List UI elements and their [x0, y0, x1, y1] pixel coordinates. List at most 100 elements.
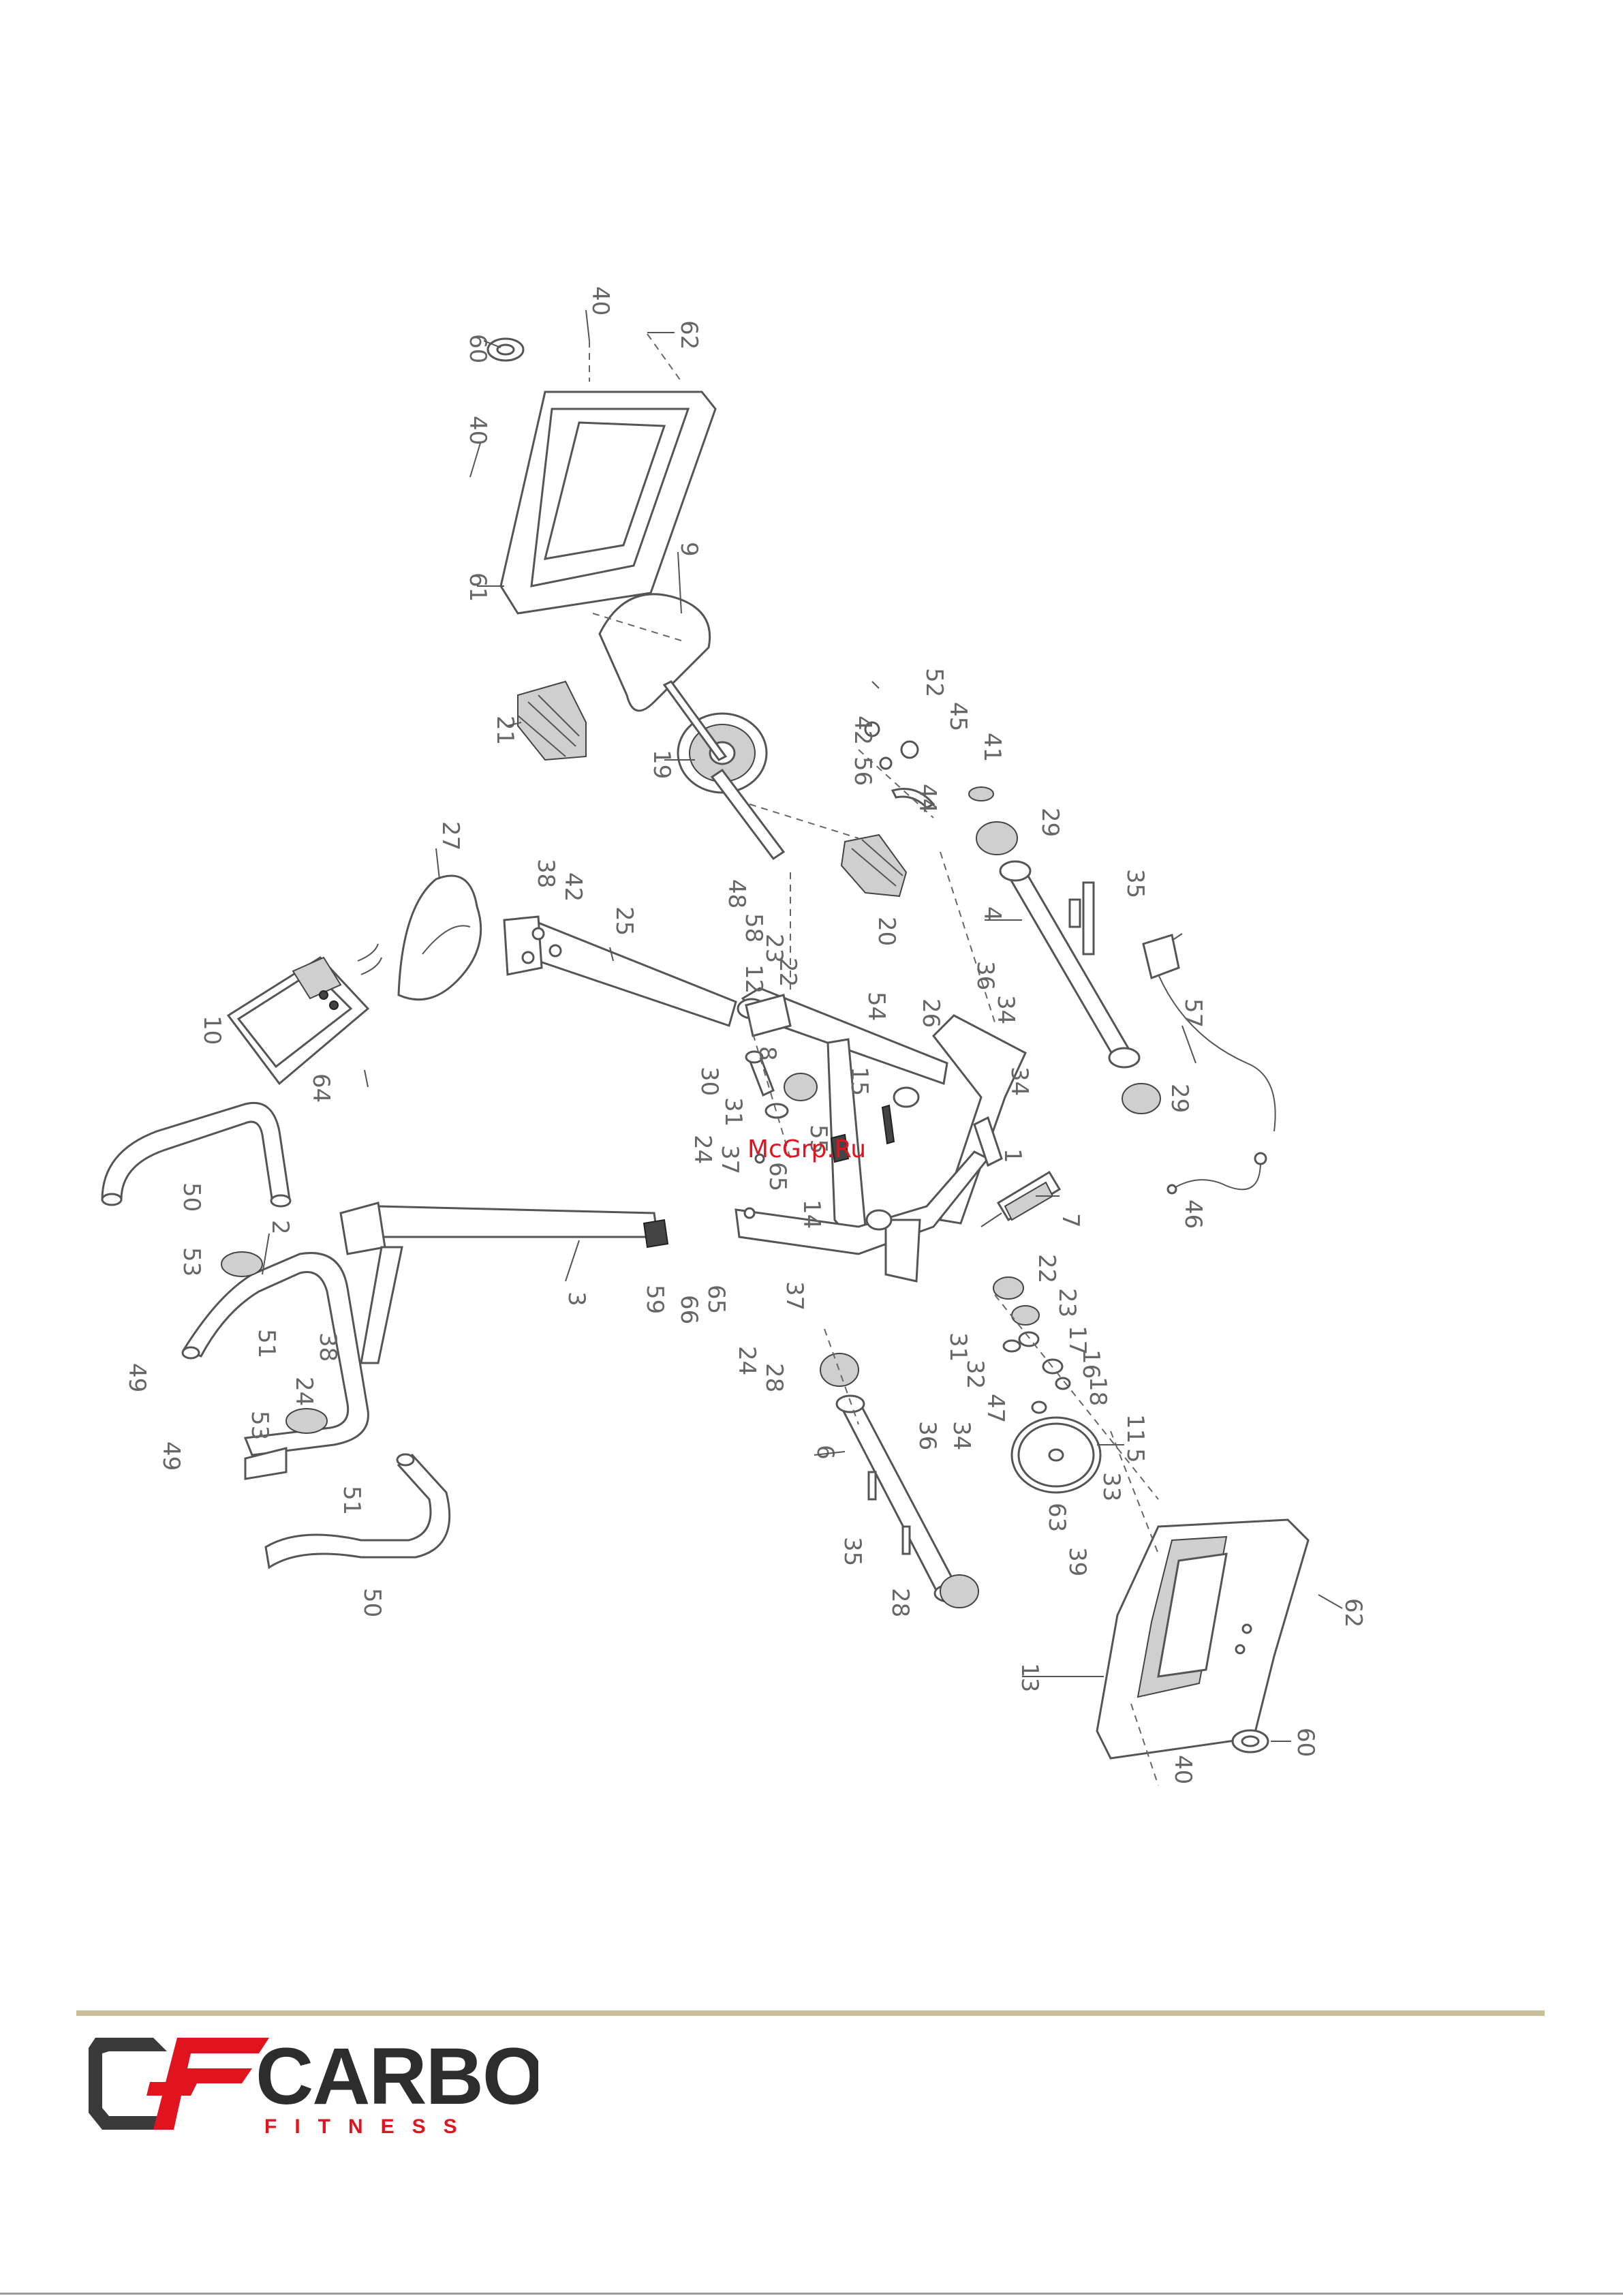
part-label: 52 — [921, 668, 948, 697]
part-label: 62 — [1340, 1598, 1367, 1627]
watermark-text: McGrp.Ru — [747, 1135, 866, 1163]
part-label: 63 — [1043, 1503, 1070, 1532]
part-label: 48 — [723, 879, 750, 908]
part-label: 23 — [1053, 1288, 1081, 1317]
part-label: 57 — [1179, 998, 1207, 1028]
part-label: 18 — [1084, 1377, 1111, 1406]
part-label: 40 — [464, 416, 491, 445]
part-label: 39 — [1064, 1547, 1091, 1576]
part-label: 3 — [563, 1291, 590, 1306]
part-label: 38 — [532, 859, 559, 888]
part-label: 49 — [157, 1441, 185, 1471]
assembly-dashes — [593, 613, 1158, 1786]
part-label: 24 — [733, 1346, 760, 1375]
part-label: 60 — [464, 334, 491, 363]
part-label: 64 — [307, 1073, 335, 1103]
pedal-right — [841, 835, 906, 896]
part-label: 35 — [839, 1537, 866, 1566]
part-label: 37 — [716, 1145, 743, 1174]
part-label: 20 — [873, 917, 900, 946]
part-label: 45 — [944, 702, 972, 731]
part-label: 40 — [1169, 1755, 1196, 1784]
part-label: 34 — [992, 995, 1019, 1024]
part-label: 26 — [917, 998, 944, 1028]
part-label: 19 — [648, 750, 675, 779]
cf-mark-icon — [89, 2038, 269, 2130]
part-label: 31 — [944, 1332, 972, 1362]
part-label: 11 — [1122, 1414, 1149, 1443]
part-label: 66 — [675, 1295, 702, 1324]
seat — [399, 876, 481, 1000]
part-label: 65 — [764, 1162, 791, 1191]
handlebar-post — [341, 1203, 668, 1363]
part-label: 29 — [1166, 1084, 1193, 1113]
part-label: 27 — [437, 821, 464, 851]
part-label: 5 — [1122, 1448, 1149, 1463]
side-cover-left — [501, 392, 715, 613]
part-label: 41 — [978, 733, 1006, 762]
part-label: 51 — [338, 1486, 365, 1515]
part-label: 24 — [689, 1135, 716, 1164]
part-label: 29 — [1036, 808, 1064, 837]
brand-wordmark: CARBON — [256, 2032, 538, 2122]
part-label: 49 — [123, 1363, 151, 1392]
part-label: 15 — [846, 1067, 873, 1096]
part-label: 53 — [246, 1411, 273, 1440]
part-label: 10 — [198, 1015, 226, 1045]
footer-divider — [76, 2010, 1545, 2016]
part-label: 7 — [1057, 1213, 1084, 1228]
part-label: 36 — [914, 1421, 941, 1450]
part-label: 13 — [1016, 1663, 1043, 1692]
part-label: 28 — [760, 1363, 788, 1392]
rear-stabilizer — [820, 1353, 978, 1608]
part-label: 21 — [491, 716, 519, 745]
part-label: 46 — [1179, 1199, 1207, 1229]
main-frame — [736, 988, 1025, 1281]
part-label: 8 — [754, 1046, 781, 1061]
crank-pulley — [664, 682, 784, 859]
part-label: 22 — [1033, 1254, 1060, 1283]
part-label: 24 — [290, 1377, 318, 1406]
part-label: 28 — [886, 1588, 914, 1617]
part-label: 36 — [972, 961, 999, 990]
drive-belt — [600, 594, 710, 711]
part-label: 14 — [798, 1199, 825, 1229]
part-label: 44 — [914, 784, 941, 813]
part-label: 50 — [358, 1588, 386, 1617]
side-cover-right — [1097, 1520, 1308, 1758]
part-label: 38 — [314, 1332, 341, 1362]
part-label: 25 — [610, 906, 638, 936]
cover-cap-60-top — [488, 339, 523, 361]
part-label: 50 — [178, 1182, 205, 1212]
part-label: 59 — [641, 1285, 668, 1314]
handlebar-frame — [183, 1252, 368, 1479]
part-label: 37 — [781, 1281, 808, 1311]
part-label: 32 — [961, 1360, 989, 1389]
pedal-left — [518, 682, 586, 760]
part-label: 16 — [1077, 1349, 1104, 1379]
bottom-border — [0, 2293, 1623, 2295]
part-label: 2 — [266, 1220, 294, 1235]
cover-cap-60-bottom — [1233, 1730, 1268, 1752]
sensor-cable — [1168, 1153, 1266, 1193]
part-label: 42 — [559, 872, 587, 902]
part-label: 62 — [675, 320, 702, 350]
part-label: 31 — [720, 1097, 747, 1127]
part-label: 40 — [587, 286, 614, 316]
part-label: 4 — [978, 906, 1006, 921]
part-label: 65 — [702, 1285, 730, 1314]
part-label: 12 — [740, 964, 767, 994]
part-label: 60 — [1292, 1728, 1319, 1757]
part-label: 35 — [1122, 869, 1149, 898]
part-label: 34 — [1006, 1067, 1033, 1096]
carbon-fitness-logo: CARBON FITNESS — [89, 2027, 538, 2143]
part-label: 51 — [253, 1329, 280, 1358]
part-label: 34 — [948, 1421, 975, 1450]
part-label: 30 — [696, 1067, 723, 1096]
power-adapter — [1143, 934, 1276, 1131]
part-label: 33 — [1098, 1472, 1125, 1501]
part-label: 9 — [675, 542, 702, 557]
part-label: 47 — [982, 1394, 1009, 1423]
part-label: 54 — [863, 992, 890, 1021]
